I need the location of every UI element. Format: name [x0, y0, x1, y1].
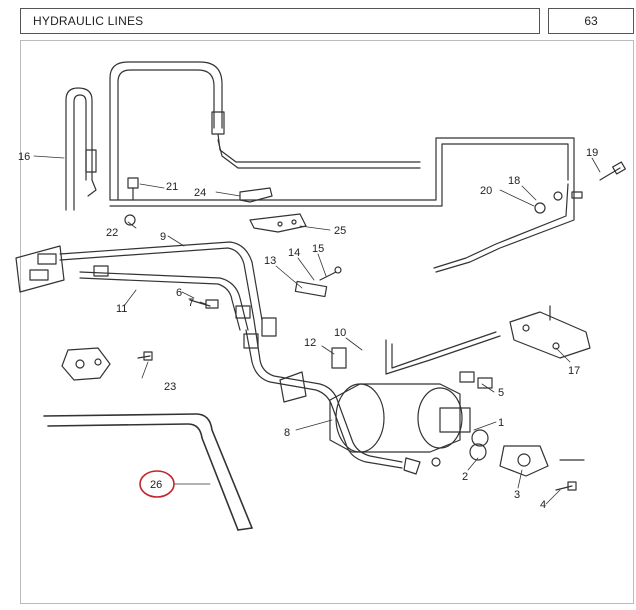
callout-label: 25 [334, 225, 346, 237]
bolt-21 [127, 177, 139, 201]
callout-label: 12 [304, 337, 316, 349]
cylinder-1 [329, 383, 489, 453]
bracket-17 [509, 305, 591, 359]
callout-label: 16 [18, 151, 30, 163]
bracket-24 [239, 187, 273, 203]
callout-label: 2 [462, 471, 468, 483]
callout-label: 14 [288, 247, 300, 259]
callout-label: 3 [514, 489, 520, 501]
callout-label: 6 [176, 287, 182, 299]
hose-upper [109, 61, 421, 201]
clamp-8 [279, 371, 441, 475]
callout-label: 9 [160, 231, 166, 243]
callout-label: 8 [284, 427, 290, 439]
leader-lines [33, 155, 601, 505]
callout-label: 4 [540, 499, 546, 511]
nut-22 [124, 214, 136, 226]
callout-label: 13 [264, 255, 276, 267]
bracket-25 [249, 213, 307, 233]
highlight-circle-26 [139, 470, 175, 498]
callout-label: 21 [166, 181, 178, 193]
callout-label: 22 [106, 227, 118, 239]
callout-label: 20 [480, 185, 492, 197]
callout-label: 11 [116, 303, 127, 315]
callout-label: 5 [498, 387, 504, 399]
hose-16 [65, 87, 97, 211]
fittings-13-15 [294, 266, 342, 298]
page-number: 63 [584, 14, 598, 28]
fittings-18-20 [534, 191, 583, 214]
header-page-box: 63 [548, 8, 634, 34]
tube-26 [43, 413, 253, 531]
bolt-19 [599, 161, 626, 181]
page-title: HYDRAULIC LINES [33, 14, 144, 28]
callout-label-26: 26 [150, 479, 162, 491]
callout-label: 1 [498, 417, 504, 429]
callout-label: 19 [586, 147, 598, 159]
flange-23 [61, 347, 153, 381]
callout-label: 10 [334, 327, 346, 339]
fittings-5 [459, 371, 493, 389]
diagram-frame [20, 40, 634, 604]
fittings-2-4 [469, 443, 585, 491]
callout-label: 7 [188, 297, 194, 309]
callout-label: 24 [194, 187, 206, 199]
callout-label: 23 [164, 381, 176, 393]
lines-down [243, 317, 403, 469]
fittings-left [15, 241, 263, 331]
steel-line-10 [331, 331, 501, 375]
header-title-box: HYDRAULIC LINES [20, 8, 540, 34]
callout-label: 18 [508, 175, 520, 187]
callout-label: 17 [568, 365, 580, 377]
callout-label: 15 [312, 243, 324, 255]
steel-line-top [109, 137, 575, 273]
